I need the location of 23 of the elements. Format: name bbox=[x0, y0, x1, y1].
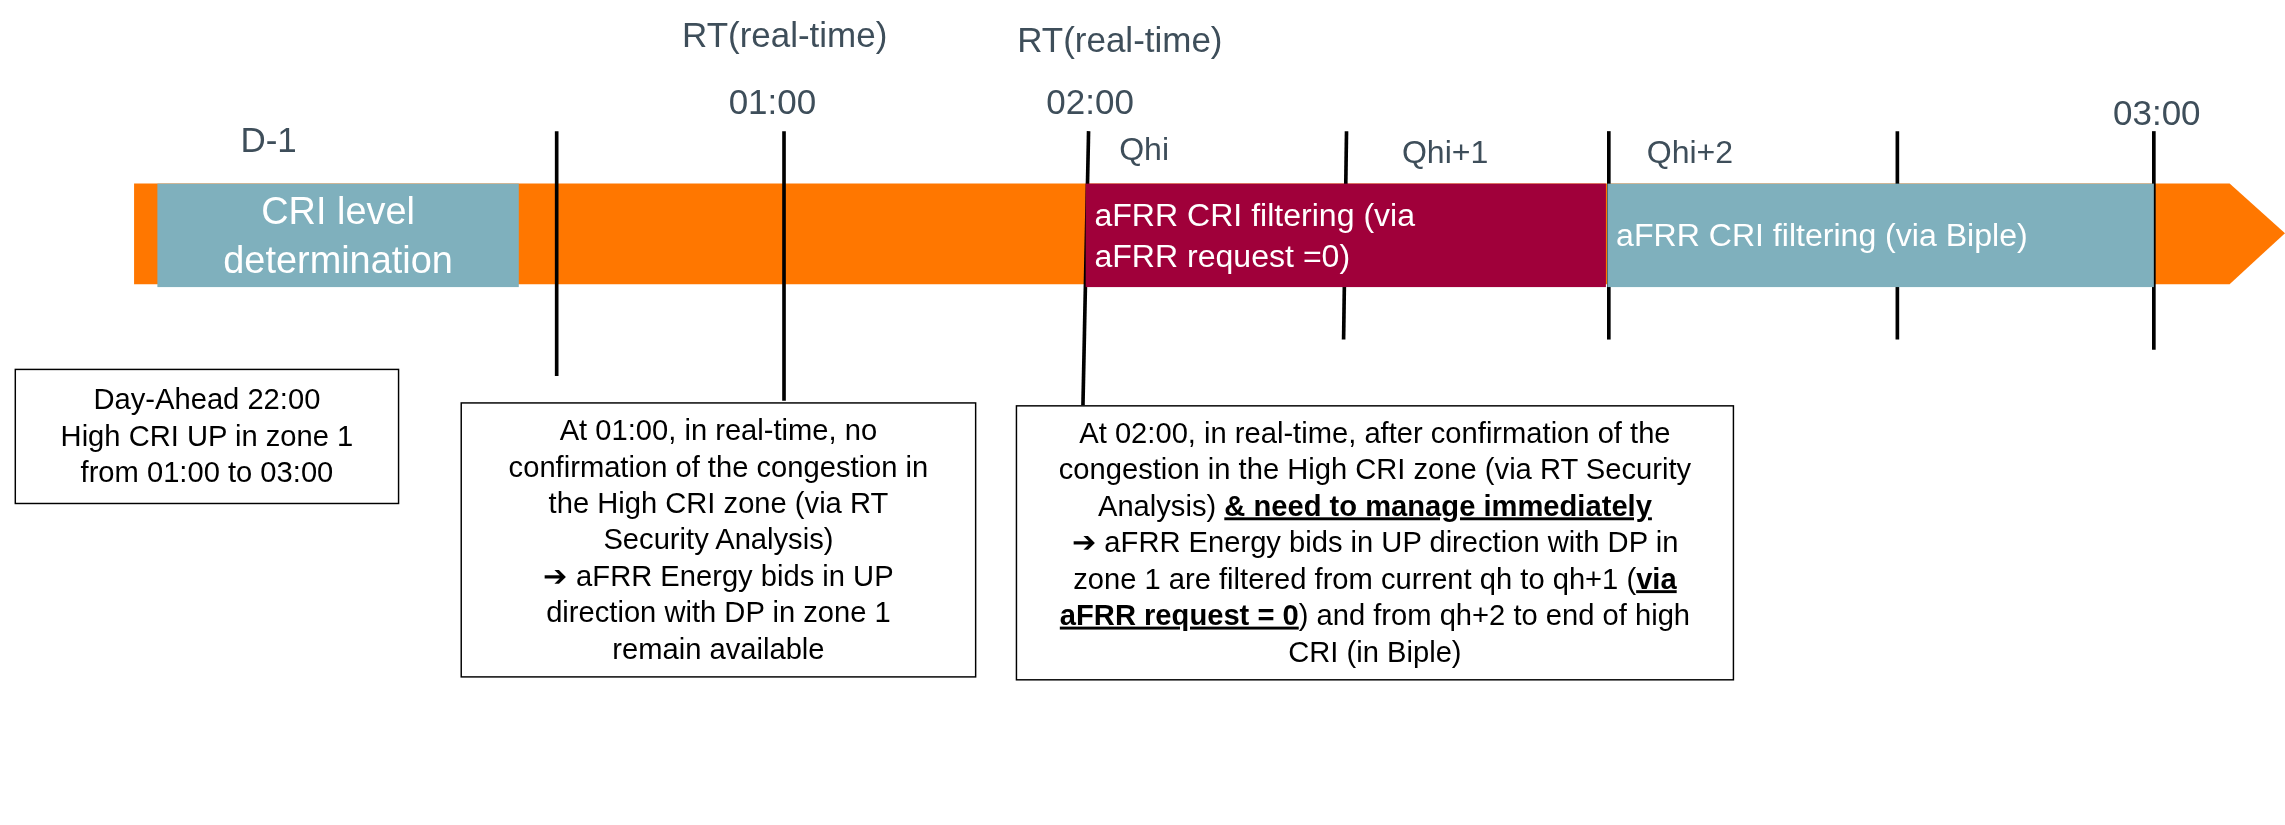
note-text: ➔ aFRR Energy bids in UP direction with DP in zone 1 are filtered from current qh to qh+1 (via aFRR request = 0) and from qh+2 to end of high CRI (in Biple) bbox=[1058, 525, 1692, 670]
phase-label: aFRR CRI filtering (via Biple) bbox=[1616, 215, 2028, 256]
time-label: 01:00 bbox=[728, 81, 817, 123]
note-box bbox=[460, 402, 977, 678]
note-box bbox=[14, 368, 400, 505]
note-text: Day-Ahead 22:00 High CRI UP in zone 1 from 01:00 to 03:00 bbox=[59, 382, 355, 491]
time-label: 02:00 bbox=[1046, 81, 1134, 123]
note-text: ➔ aFRR Energy bids in UP direction with DP in zone 1 remain available bbox=[542, 558, 895, 667]
phase-label: CRI level determination bbox=[222, 188, 454, 283]
time-label: Qhi+2 bbox=[1646, 134, 1734, 172]
time-label: Qhi+1 bbox=[1401, 134, 1489, 172]
note-text: At 01:00, in real-time, no confirmation of the congestion in the High CRI zone (via RT Security Analysis) bbox=[507, 412, 930, 558]
phase-label: aFRR CRI filtering (via aFRR request =0) bbox=[1094, 195, 1417, 276]
time-label: 03:00 bbox=[2113, 93, 2201, 135]
time-label: Qhi bbox=[1119, 131, 1170, 170]
time-label: RT(real-time) bbox=[1017, 20, 1223, 62]
phase-bar bbox=[1085, 183, 1606, 288]
note-box bbox=[1015, 405, 1735, 681]
phase-bar bbox=[1607, 183, 2154, 288]
time-label: D-1 bbox=[240, 119, 297, 161]
time-label: RT(real-time) bbox=[682, 14, 888, 56]
note-text: At 02:00, in real-time, after confirmation of the congestion in the High CRI zone (via RT Security Analysis) & need to manage immediately bbox=[1057, 415, 1693, 524]
phase-bar bbox=[157, 183, 519, 288]
